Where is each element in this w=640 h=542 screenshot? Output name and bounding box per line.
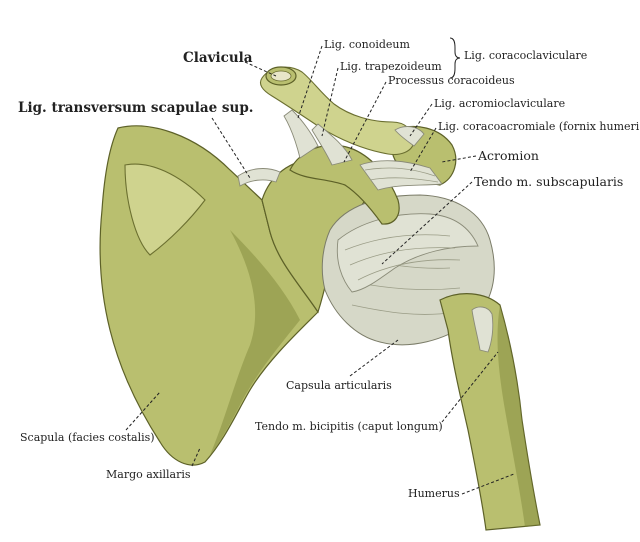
leader-lig-acromioclaviculare: [409, 103, 433, 137]
leader-lig-transversum: [211, 117, 251, 179]
leader-acromion: [441, 155, 477, 163]
leader-lig-trapezoideum: [321, 67, 339, 137]
clavicula-cut-surface: [270, 70, 292, 82]
leader-tendo-bicipitis: [441, 351, 499, 423]
label-acromion: Acromion: [477, 148, 539, 163]
label-lig-conoideum: Lig. conoideum: [324, 38, 411, 51]
lig-acromioclaviculare-shape: [394, 126, 425, 147]
label-clavicula: Clavicula: [183, 50, 253, 66]
leader-capsula-articularis: [349, 339, 399, 377]
label-processus-coracoideus: Processus coracoideus: [388, 74, 515, 87]
scapula-highlight: [124, 163, 206, 256]
leader-scapula: [125, 391, 161, 431]
leader-lig-conoideum: [297, 45, 323, 119]
scapula-shadow: [210, 230, 300, 455]
label-humerus: Humerus: [408, 487, 460, 500]
leader-clavicula: [244, 61, 277, 77]
leader-tendo-subscapularis: [381, 181, 473, 265]
humerus-shadow: [497, 305, 540, 527]
tendo-bicipitis-shape: [471, 306, 494, 353]
lig-coracoclaviculare-shape: [283, 109, 319, 159]
label-margo-axillaris: Margo axillaris: [106, 468, 191, 481]
tendo-subscapularis-shape: [336, 213, 479, 293]
label-tendo-subscapularis: Tendo m. subscapularis: [474, 174, 623, 189]
label-capsula-articularis: Capsula articularis: [286, 379, 392, 392]
leader-lig-coracoacromiale: [409, 127, 437, 173]
label-tendo-bicipitis: Tendo m. bicipitis (caput longum): [255, 420, 443, 433]
lig-transversum-shape: [237, 168, 281, 187]
label-lig-coracoacromiale: Lig. coracoacromiale (fornix humeri): [438, 120, 640, 133]
label-scapula: Scapula (facies costalis): [20, 431, 155, 444]
label-lig-transversum: Lig. transversum scapulae sup.: [18, 100, 253, 116]
coracoacromial-fibers: [364, 167, 439, 183]
leader-processus-coracoideus: [343, 81, 387, 163]
subscapularis-fibers: [344, 234, 461, 281]
humerus: [439, 293, 541, 531]
leader-humerus: [461, 473, 515, 495]
coracoclaviculare-brace: [449, 37, 461, 79]
leader-margo-axillaris: [191, 447, 201, 467]
label-lig-coracoclaviculare: Lig. coracoclaviculare: [464, 49, 587, 62]
label-lig-trapezoideum: Lig. trapezoideum: [340, 60, 442, 73]
label-lig-acromioclaviculare: Lig. acromioclaviculare: [434, 97, 565, 110]
